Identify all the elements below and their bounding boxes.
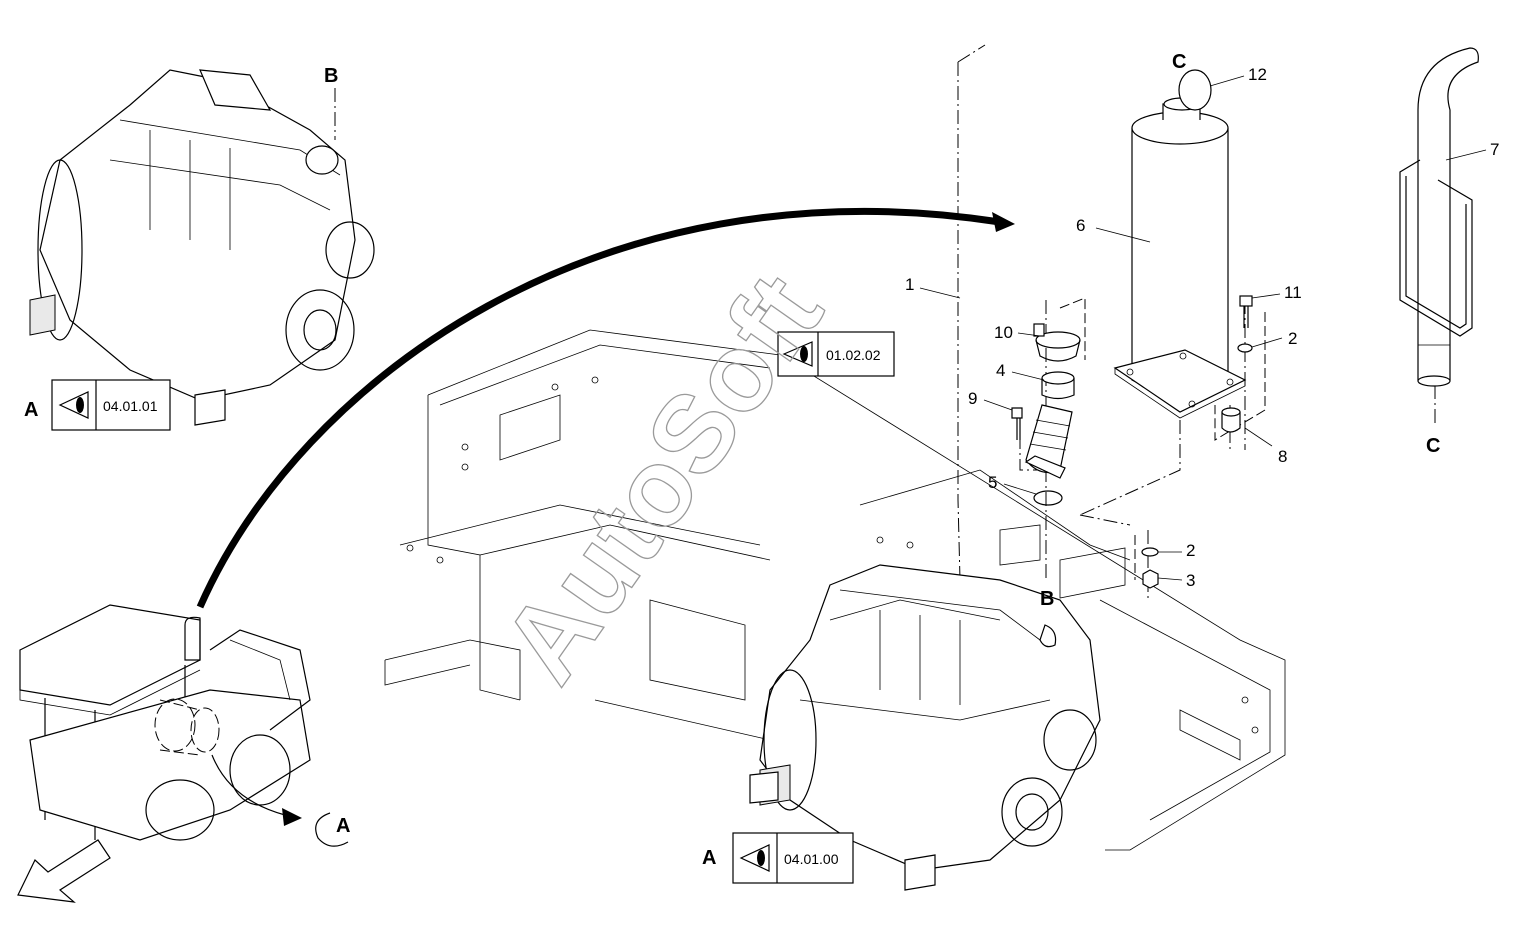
watermark: AutoSoft — [479, 253, 846, 704]
part-label: 10 — [994, 323, 1013, 342]
eye-icon — [58, 391, 89, 419]
view-ref-frame[interactable]: 01.02.02 — [777, 331, 895, 377]
view-ref-engine-detail[interactable]: 04.01.01 — [51, 379, 171, 431]
hollow-arrow-icon — [17, 839, 111, 903]
view-ref-code: 04.01.01 — [103, 398, 158, 414]
view-marker-b: B — [324, 65, 338, 87]
part-label: 8 — [1278, 447, 1287, 466]
part-label: 11 — [1284, 283, 1302, 302]
view-letter: A — [702, 847, 716, 869]
view-marker-c: C — [1426, 435, 1440, 457]
part-label: 12 — [1248, 65, 1267, 84]
view-ref-main[interactable]: 04.01.00 — [732, 832, 854, 884]
part-label: 3 — [1186, 571, 1195, 590]
part-label: 1 — [905, 275, 914, 294]
part-label: 5 — [988, 473, 997, 492]
main-engine — [749, 564, 1101, 891]
tail-pipe — [1399, 47, 1479, 387]
view-ref-code: 04.01.00 — [784, 851, 839, 867]
part-callouts: 1 10 4 9 5 6 12 11 2 8 2 3 7 — [905, 65, 1499, 590]
muffler — [1113, 69, 1247, 419]
view-ref-code: 01.02.02 — [826, 347, 881, 363]
engine-detail — [29, 69, 375, 426]
small-parts — [1011, 295, 1253, 589]
part-label: 9 — [968, 389, 977, 408]
view-letter: A — [24, 399, 38, 421]
center-lines — [334, 44, 1436, 600]
eye-icon — [782, 341, 813, 367]
view-marker-c: C — [1172, 51, 1186, 73]
flow-arrow — [196, 207, 1015, 609]
part-label: 4 — [996, 361, 1005, 380]
view-arrow-icon — [315, 812, 349, 847]
view-marker-b: B — [1040, 588, 1054, 610]
view-marker-a: A — [336, 815, 350, 837]
part-label: 2 — [1288, 329, 1297, 348]
part-label: 2 — [1186, 541, 1195, 560]
part-label: 6 — [1076, 216, 1085, 235]
chassis-frame — [384, 329, 1286, 851]
tractor-overview — [19, 604, 311, 841]
eye-icon — [739, 844, 770, 872]
part-label: 7 — [1490, 140, 1499, 159]
